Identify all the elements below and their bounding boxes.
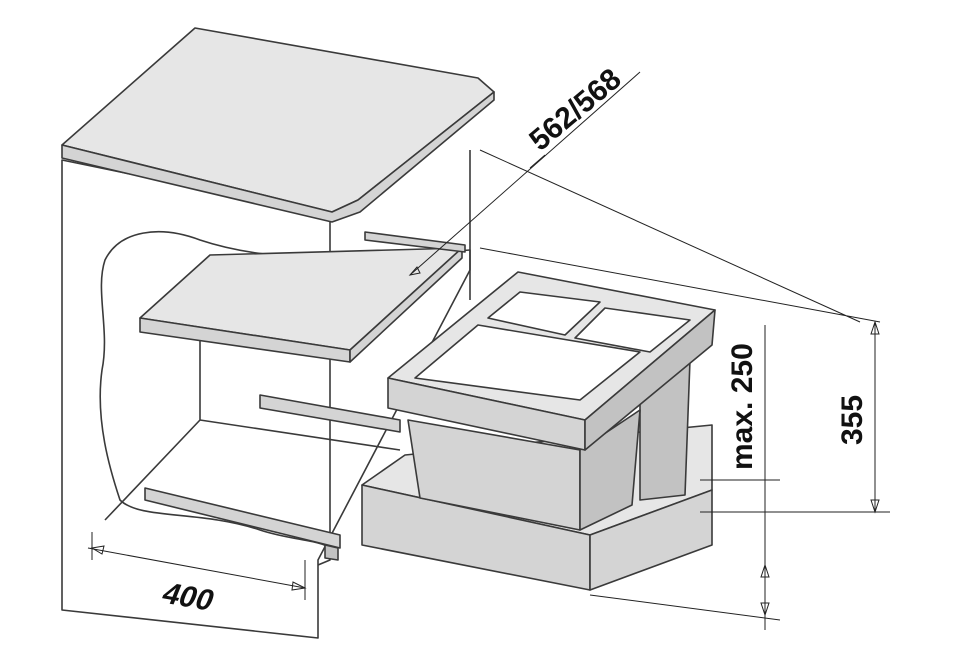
countertop [61,27,495,223]
depth-label: 562/568 [523,62,627,157]
waste-bins [387,271,716,531]
dimension-lines [87,71,890,630]
runners [144,394,401,561]
max-height-label: max. 250 [726,343,759,470]
height-label: 355 [836,395,869,445]
upper-shelf [139,231,466,363]
